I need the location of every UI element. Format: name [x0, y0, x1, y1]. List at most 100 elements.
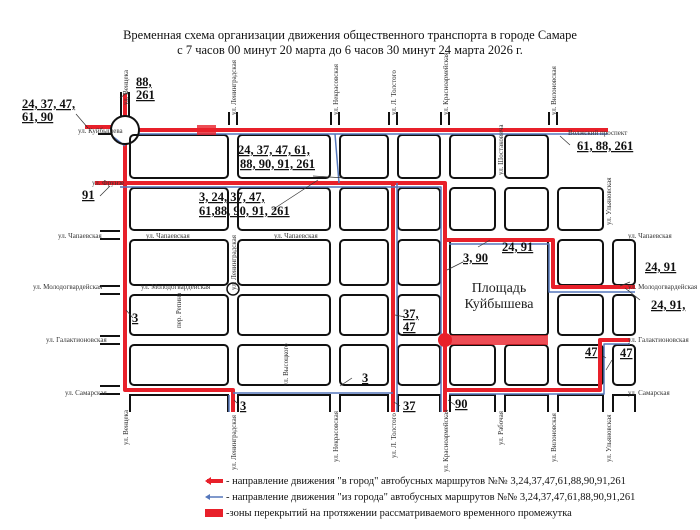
street-label: ул. Ульяновская	[605, 177, 613, 225]
legend-item-outbound: - направление движения "из города" автоб…	[205, 489, 635, 505]
title-line-2: с 7 часов 00 минут 20 марта до 6 часов 3…	[177, 43, 523, 57]
city-block	[449, 344, 496, 386]
map-title: Временная схема организации движения общ…	[0, 28, 700, 58]
inbound-route-line	[120, 181, 447, 390]
city-block	[339, 239, 389, 286]
city-block	[397, 134, 441, 179]
route-label: 3	[362, 371, 368, 385]
street-label: ул. Галактионовская	[628, 336, 689, 344]
city-block	[612, 394, 636, 412]
route-label: 24, 91,	[651, 298, 685, 312]
street-label: ул. Чапаевская	[58, 232, 102, 240]
street-label: ул. Некрасовская	[332, 410, 340, 462]
route-label: 61, 88, 261	[577, 139, 633, 153]
route-label: 61,88, 90, 91, 261	[199, 204, 290, 218]
red-arrow-icon	[205, 477, 223, 485]
leader-lines	[75, 91, 641, 407]
legend-label: - направление движения "из города" автоб…	[226, 491, 636, 503]
city-block	[339, 344, 389, 386]
street-label: ул. Самарская	[65, 389, 107, 397]
street-label: ул. Вилоновская	[550, 412, 558, 462]
city-block	[129, 344, 229, 386]
square-label: Куйбышева	[465, 297, 535, 312]
legend-label: -зоны перекрытий на протяжении рассматри…	[226, 507, 572, 519]
route-label: 24, 91	[502, 240, 533, 254]
route-label: 3	[240, 399, 246, 413]
route-label: 47	[585, 345, 598, 359]
legend-label: - направление движения "в город" автобус…	[226, 475, 626, 487]
city-block	[612, 294, 636, 336]
closure-zone	[450, 335, 548, 345]
square-label: Площадь	[472, 281, 527, 296]
city-block	[129, 394, 229, 412]
city-block	[129, 134, 229, 179]
city-block	[449, 134, 496, 179]
route-label: 47	[620, 346, 633, 360]
street-label: ул. Молодогвардейская	[628, 283, 698, 291]
street-label: ул. Красноармейская	[442, 52, 450, 115]
city-block	[612, 239, 636, 286]
legend-item-inbound: - направление движения "в город" автобус…	[205, 473, 635, 489]
city-block	[237, 344, 331, 386]
city-block	[339, 294, 389, 336]
street-stub	[98, 92, 130, 135]
street-stub	[100, 285, 120, 295]
blue-arrow-icon	[205, 494, 223, 500]
route-label: 24, 37, 47,	[22, 97, 75, 111]
city-block	[557, 239, 604, 286]
route-label: 90	[455, 397, 468, 411]
city-block	[449, 187, 496, 231]
route-label: 88,	[136, 75, 152, 89]
street-label: ул. Ленинградская	[230, 234, 238, 290]
bus-routes	[85, 94, 635, 412]
city-block	[397, 344, 441, 386]
city-block	[397, 239, 441, 286]
street-label: ул. Фрунзе	[92, 179, 124, 187]
street-label: ул. Высоцкого	[282, 343, 290, 386]
city-block	[237, 394, 331, 412]
closure-zones	[197, 125, 548, 347]
street-label: ул. Молодогвардейская	[141, 283, 211, 291]
city-block	[504, 134, 549, 179]
route-label: 91	[82, 188, 95, 202]
city-blocks	[98, 92, 636, 412]
street-label: ул. Ульяновская	[605, 414, 613, 462]
inbound-route-line	[445, 238, 635, 289]
city-block	[557, 294, 604, 336]
inbound-route-line	[445, 338, 630, 392]
inbound-route-line	[123, 144, 235, 412]
street-label: ул. Куйбышева	[78, 127, 124, 135]
city-block	[129, 187, 229, 231]
closure-swatch-icon	[205, 509, 223, 517]
city-block	[557, 394, 604, 412]
city-block	[237, 294, 331, 336]
route-label: 3, 90	[463, 251, 488, 265]
roundabout-molodogvardeyskaya	[226, 282, 240, 296]
city-block	[504, 394, 549, 412]
city-block	[449, 394, 496, 412]
street-label: ул. Чапаевская	[628, 232, 672, 240]
city-block	[237, 187, 331, 231]
street-label: ул. Галактионовская	[46, 336, 107, 344]
city-block	[129, 239, 229, 286]
street-stub	[100, 230, 120, 240]
route-label: 24, 91	[645, 260, 676, 274]
route-label: 3, 24, 37, 47,	[199, 190, 265, 204]
street-label: ул. Л. Толстого	[390, 70, 398, 115]
closure-zone	[438, 333, 452, 347]
route-label: 261	[136, 88, 155, 102]
city-block	[557, 344, 604, 386]
outbound-route-line	[334, 133, 340, 184]
street-label: ул. Чапаевская	[274, 232, 318, 240]
street-label: ул. Рабочая	[497, 410, 505, 445]
street-label: ул. Шостаковича	[497, 124, 505, 175]
city-block	[557, 187, 604, 231]
route-label: 61, 90	[22, 110, 53, 124]
street-label: ул. Самарская	[628, 389, 670, 397]
street-label: ул. Венцека	[122, 409, 130, 445]
street-stub	[100, 335, 120, 345]
legend: - направление движения "в город" автобус…	[205, 473, 635, 521]
street-label: ул. Венцека	[122, 69, 130, 105]
route-label: 37	[403, 399, 416, 413]
